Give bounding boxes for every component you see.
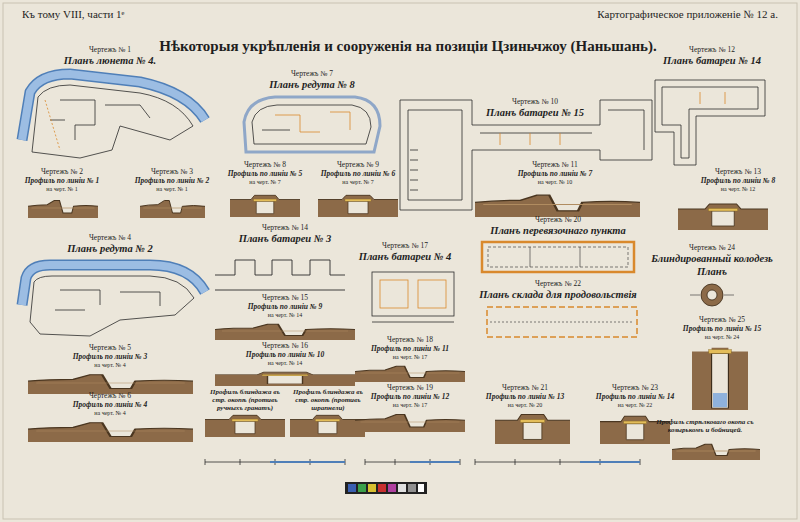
drawing-reference: на черт. № 1 (46, 186, 77, 193)
profile-title: Профиль по линіи № 13 (486, 393, 564, 402)
header-note: Къ тому VIII, части 1ᵉ (22, 8, 124, 21)
plan-title: Планъ склада для продовольствія (479, 289, 637, 301)
drawing-number: Чертежъ № 24 (689, 244, 735, 253)
drawing-number: Чертежъ № 4 (89, 234, 131, 243)
profile-title: Профиль по линіи № 2 (135, 177, 210, 186)
drawing-number: Чертежъ № 18 (387, 336, 433, 345)
drawing-number: Чертежъ № 1 (89, 46, 131, 55)
plan-title: Планъ батареи № 4 (359, 251, 452, 263)
drawing-number: Чертежъ № 8 (244, 161, 286, 170)
drawing-reference: на черт. № 4 (94, 362, 125, 369)
profile-note: Профиль блиндажа въ стр. окопѣ (противъ … (289, 388, 367, 412)
profile-title: Профиль по линіи № 10 (246, 351, 324, 360)
profile-title: Профиль по линіи № 7 (518, 170, 593, 179)
profile-title: Профиль по линіи № 11 (371, 345, 449, 354)
header-note: Картографическое приложеніе № 12 а. (597, 8, 778, 21)
drawing-number: Чертежъ № 23 (612, 384, 658, 393)
battery-plan (215, 260, 345, 290)
profile-title: Профиль по линіи № 9 (248, 303, 323, 312)
drawing-reference: на черт. № 12 (721, 186, 755, 193)
redoubt-plan (22, 265, 205, 336)
plan-title: Блиндированный колодезь (651, 253, 773, 265)
drawing-reference: на черт. № 14 (268, 312, 302, 319)
plan-title: Планъ перевязочнаго пункта (490, 225, 625, 237)
profile-title: Профиль по линіи № 4 (73, 401, 148, 410)
profile-title: Профиль по линіи № 6 (321, 170, 396, 179)
profile-title: Профиль по линіи № 15 (683, 325, 761, 334)
drawing-number: Чертежъ № 3 (151, 168, 193, 177)
plan-title: Планъ батареи № 14 (663, 55, 761, 67)
drawing-number: Чертежъ № 6 (89, 392, 131, 401)
drawing-number: Чертежъ № 14 (262, 224, 308, 233)
drawing-number: Чертежъ № 7 (291, 70, 333, 79)
drawing-number: Чертежъ № 17 (382, 242, 428, 251)
drawing-reference: на черт. № 17 (393, 354, 427, 361)
plate-title: Нѣкоторыя укрѣпленія и сооруженія на поз… (159, 38, 656, 55)
drawing-number: Чертежъ № 5 (89, 344, 131, 353)
drawing-reference: на черт. № 14 (268, 360, 302, 367)
scale-bar (205, 459, 640, 465)
drawing-number: Чертежъ № 21 (502, 384, 548, 393)
battery-plan (655, 80, 765, 165)
drawing-number: Чертежъ № 12 (689, 46, 735, 55)
drawing-number: Чертежъ № 11 (532, 161, 578, 170)
section-profiles (28, 195, 768, 460)
plan-title: Планъ люнета № 4. (64, 55, 156, 67)
drawing-reference: на черт. № 10 (538, 179, 572, 186)
drawing-reference: на черт. № 17 (393, 402, 427, 409)
drawing-number: Чертежъ № 15 (262, 294, 308, 303)
profile-title: Профиль по линіи № 12 (371, 393, 449, 402)
drawing-reference: на черт. № 24 (705, 334, 739, 341)
drawing-number: Чертежъ № 13 (715, 168, 761, 177)
drawing-number: Чертежъ № 25 (699, 316, 745, 325)
drawing-reference: на черт. № 7 (249, 179, 280, 186)
profile-note: Профиль стрѣлковаго окопа съ козырькомъ … (650, 418, 760, 434)
profile-title: Профиль по линіи № 5 (228, 170, 303, 179)
station-plan (482, 242, 634, 272)
drawing-reference: на черт. № 1 (156, 186, 187, 193)
plan-title: Планъ редута № 2 (67, 243, 153, 255)
drawing-reference: на черт. № 7 (342, 179, 373, 186)
well-plan (690, 284, 734, 306)
profile-title: Профиль по линіи № 1 (25, 177, 100, 186)
drawing-number: Чертежъ № 10 (512, 98, 558, 107)
store-plan (487, 307, 637, 337)
drawing-number: Чертежъ № 19 (387, 384, 433, 393)
plan-title: Планъ батареи № 15 (486, 107, 584, 119)
drawing-number: Чертежъ № 20 (535, 216, 581, 225)
drawing-reference: на черт. № 22 (618, 402, 652, 409)
drawing-reference: на черт. № 4 (94, 410, 125, 417)
drawing-reference: на черт. № 20 (508, 402, 542, 409)
drawing-number: Чертежъ № 16 (262, 342, 308, 351)
plan-title: Планъ (697, 266, 727, 278)
profile-title: Профиль по линіи № 14 (596, 393, 674, 402)
battery-plan (372, 272, 454, 322)
profile-title: Профиль по линіи № 8 (701, 177, 776, 186)
battery-plan (400, 100, 652, 210)
plan-title: Планъ батареи № 3 (239, 233, 332, 245)
plan-title: Планъ редута № 8 (269, 79, 355, 91)
drawing-number: Чертежъ № 9 (337, 161, 379, 170)
drawing-number: Чертежъ № 2 (41, 168, 83, 177)
profile-title: Профиль по линіи № 3 (73, 353, 148, 362)
profile-note: Профиль блиндажа въ стр. окопѣ (противъ … (206, 388, 284, 412)
lunette-plan (22, 74, 205, 158)
color-calibration-strip (345, 482, 427, 494)
drawing-number: Чертежъ № 22 (535, 280, 581, 289)
redoubt-plan (244, 97, 380, 152)
